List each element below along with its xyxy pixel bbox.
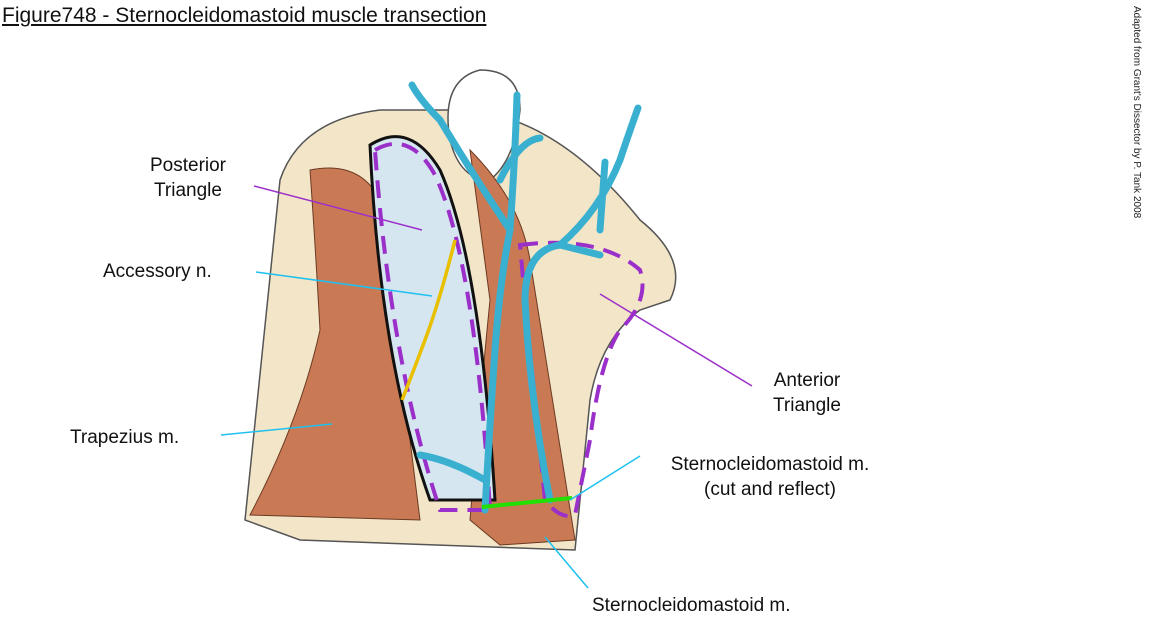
anterior-triangle-pointer bbox=[599, 293, 753, 387]
trapezius-pointer bbox=[220, 423, 333, 436]
posterior-triangle-pointer bbox=[253, 185, 423, 231]
accessory-nerve-label: Accessory n. bbox=[103, 261, 212, 282]
scm-cut-label-line2: (cut and reflect) bbox=[704, 479, 836, 500]
scm-cut-pointer bbox=[569, 455, 641, 501]
scm-label: Sternocleidomastoid m. bbox=[592, 595, 791, 616]
sternocleidomastoid-muscle bbox=[469, 148, 576, 546]
posterior-triangle-label: Posterior Triangle bbox=[138, 153, 238, 203]
anterior-triangle-label-line2: Triangle bbox=[773, 395, 841, 416]
pointer-lines bbox=[220, 185, 753, 589]
anterior-triangle-label: Anterior Triangle bbox=[762, 368, 852, 418]
posterior-triangle-label-line2: Triangle bbox=[154, 180, 222, 201]
scm-cut-label: Sternocleidomastoid m. (cut and reflect) bbox=[645, 452, 895, 502]
anterior-triangle-label-line1: Anterior bbox=[773, 370, 841, 391]
cut-line bbox=[481, 496, 573, 509]
scm-pointer bbox=[544, 536, 589, 589]
trapezius-label: Trapezius m. bbox=[70, 427, 180, 448]
anterior-triangle-dashed-outline bbox=[517, 240, 645, 518]
credit-text: Adapted from Grant's Dissector by P. Tan… bbox=[1131, 6, 1142, 219]
posterior-triangle-dashed-outline bbox=[372, 141, 493, 512]
accessory-pointer bbox=[255, 271, 433, 297]
figure-title: Figure748 - Sternocleidomastoid muscle t… bbox=[2, 4, 487, 27]
veins bbox=[408, 81, 642, 514]
accessory-nerve bbox=[400, 239, 457, 401]
scm-cut-label-line1: Sternocleidomastoid m. bbox=[670, 454, 870, 475]
posterior-triangle-label-line1: Posterior bbox=[149, 155, 227, 176]
